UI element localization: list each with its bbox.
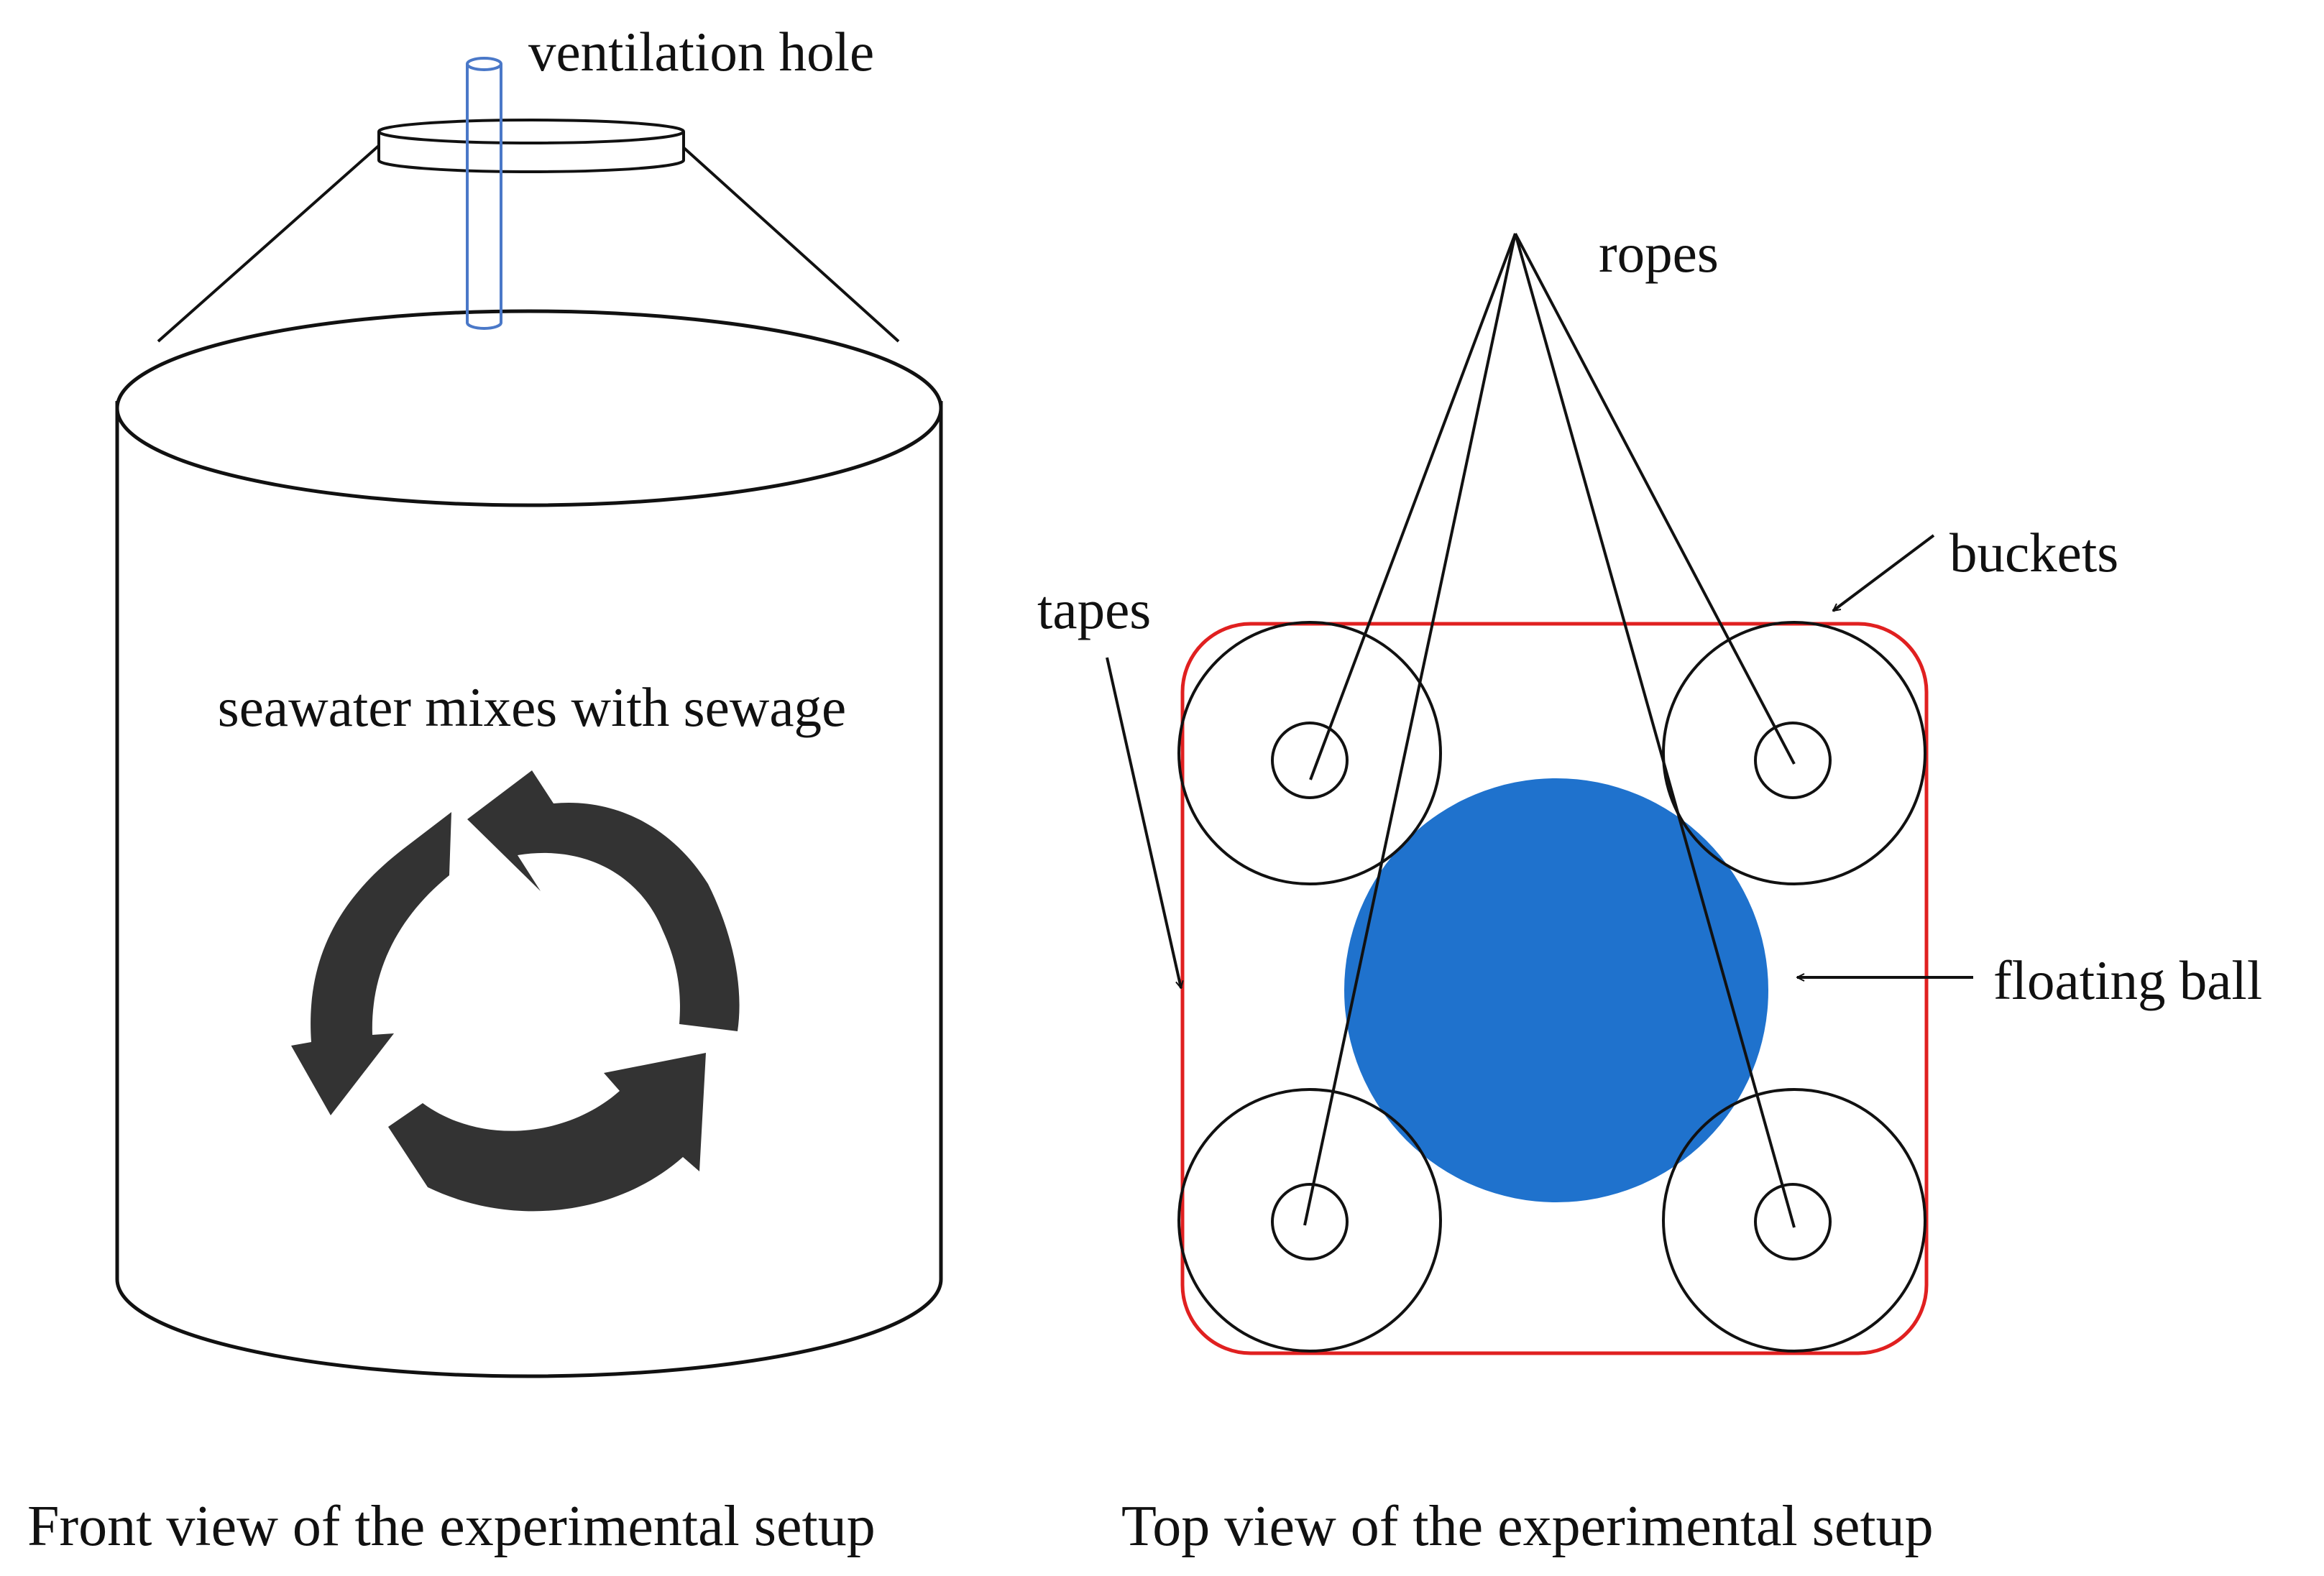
label-arrows (1106, 534, 1973, 988)
top-view: ropes buckets tapes floating ball Top vi… (1037, 222, 2262, 1558)
ropes-label: ropes (1599, 222, 1719, 284)
tank-top-ellipse (115, 309, 943, 507)
lid-disc (377, 119, 685, 144)
mixing-label: seawater mixes with sewage (218, 676, 846, 738)
bucket-top-left (1177, 621, 1442, 885)
buckets (1177, 621, 1926, 1352)
floating-ball-label: floating ball (1993, 949, 2262, 1011)
tank-body (115, 309, 943, 1378)
tapes-label: tapes (1037, 579, 1151, 640)
floating-ball (1344, 778, 1768, 1202)
bucket-bottom-right (1662, 1088, 1926, 1352)
buckets-arrow (1833, 534, 1935, 612)
front-view: ventilation hole seawater mixes with sew… (27, 21, 943, 1558)
bucket-bottom-left (1177, 1088, 1442, 1352)
ventilation-pipe (466, 57, 502, 330)
bucket-top-left-inner (1271, 722, 1349, 799)
ventilation-hole-label: ventilation hole (528, 21, 874, 83)
bucket-top-right-inner (1754, 722, 1832, 799)
front-view-caption: Front view of the experimental setup (27, 1495, 876, 1558)
bucket-bottom-left-inner (1271, 1183, 1349, 1261)
lid-cone (157, 119, 900, 343)
bucket-bottom-right-inner (1754, 1183, 1832, 1261)
top-view-caption: Top view of the experimental setup (1121, 1495, 1934, 1558)
ropes (1303, 233, 1796, 1228)
recycle-arrows-icon (291, 770, 740, 1212)
bucket-top-right (1662, 621, 1926, 885)
tapes-arrow (1106, 657, 1181, 988)
buckets-label: buckets (1949, 522, 2118, 584)
